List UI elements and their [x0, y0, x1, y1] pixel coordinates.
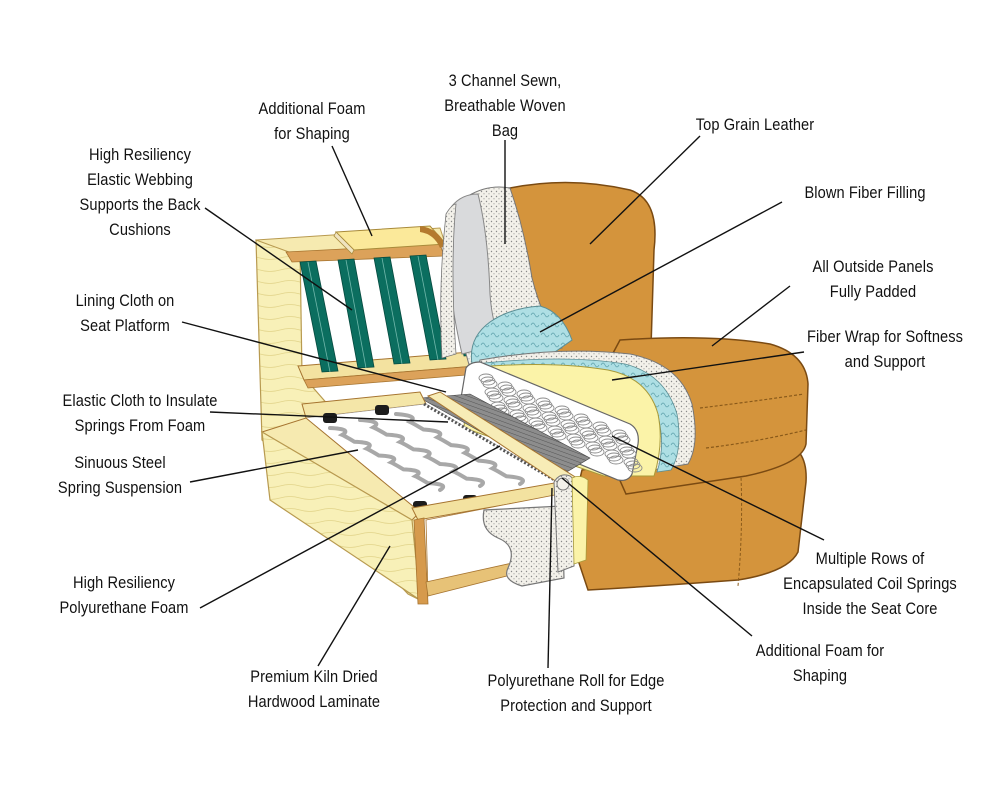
- coil-springs: [478, 373, 643, 473]
- label-line: Shaping: [792, 666, 848, 685]
- label-top-grain-leather: Top Grain Leather: [673, 112, 836, 137]
- seat-cushion: [459, 337, 809, 591]
- label-line: High Resiliency: [88, 145, 192, 164]
- label-elastic-cloth: Elastic Cloth to Insulate Springs From F…: [37, 388, 243, 438]
- label-line: Lining Cloth on: [75, 291, 175, 310]
- label-line: Supports the Back: [79, 195, 201, 214]
- label-lining-cloth: Lining Cloth on Seat Platform: [43, 288, 206, 338]
- label-sinuous-spring: Sinuous Steel Spring Suspension: [34, 450, 206, 500]
- webbing-stitch: [345, 259, 367, 369]
- label-line: Inside the Seat Core: [802, 599, 938, 618]
- label-line: Premium Kiln Dried: [250, 667, 378, 686]
- label-edge-roll: Polyurethane Roll for Edge Protection an…: [473, 668, 679, 718]
- front-hr-foam: [482, 505, 565, 587]
- coil-loop: [551, 431, 567, 441]
- label-outside-panels: All Outside Panels Fully Padded: [783, 254, 964, 304]
- label-line: for Shaping: [274, 124, 350, 143]
- label-line: Breathable Woven: [444, 96, 566, 115]
- label-line: Hardwood Laminate: [247, 692, 381, 711]
- label-line: Elastic Webbing: [87, 170, 193, 189]
- label-hr-foam: High Resiliency Polyurethane Foam: [38, 570, 210, 620]
- sinuous-spring: [328, 426, 445, 492]
- label-line: Protection and Support: [500, 696, 652, 715]
- leader-line: [317, 545, 391, 667]
- label-line: Springs From Foam: [74, 416, 206, 435]
- leader-line: [611, 435, 825, 541]
- leader-line: [561, 477, 753, 637]
- coil-loop: [627, 463, 643, 473]
- leader-line: [199, 445, 501, 609]
- seat-platform: [260, 391, 591, 605]
- label-line: High Resiliency: [72, 573, 176, 592]
- label-line: All Outside Panels: [812, 257, 934, 276]
- leader-line: [611, 351, 805, 381]
- label-additional-foam-top: Additional Foam for Shaping: [235, 96, 390, 146]
- label-kiln-dried: Premium Kiln Dried Hardwood Laminate: [228, 664, 400, 714]
- label-line: Spring Suspension: [57, 478, 183, 497]
- leader-line: [539, 201, 783, 333]
- label-additional-foam-bottom: Additional Foam for Shaping: [734, 638, 906, 688]
- coil-loop: [608, 455, 624, 465]
- label-line: Polyurethane Roll for Edge: [487, 671, 665, 690]
- label-elastic-webbing: High Resiliency Elastic Webbing Supports…: [54, 142, 226, 242]
- leader-line: [209, 411, 449, 423]
- blown-fiber-filling: [470, 305, 573, 365]
- label-line: and Support: [844, 352, 926, 371]
- spring-clip: [323, 413, 337, 423]
- coil-loop: [589, 447, 605, 457]
- webbing-stitch: [417, 255, 439, 361]
- leader-line: [547, 487, 553, 669]
- label-line: Bag: [491, 121, 519, 140]
- label-line: Sinuous Steel: [74, 453, 166, 472]
- label-line: Polyurethane Foam: [59, 598, 189, 617]
- label-line: Seat Platform: [80, 316, 170, 335]
- label-line: Encapsulated Coil Springs: [783, 574, 957, 593]
- sinuous-spring: [358, 418, 485, 488]
- label-line: Fiber Wrap for Softness: [806, 327, 964, 346]
- label-channel-sewn-bag: 3 Channel Sewn, Breathable Woven Bag: [423, 68, 586, 143]
- label-line: Multiple Rows of: [815, 549, 925, 568]
- label-line: 3 Channel Sewn,: [448, 71, 562, 90]
- label-line: Elastic Cloth to Insulate: [62, 391, 218, 410]
- label-fiber-wrap: Fiber Wrap for Softness and Support: [786, 324, 984, 374]
- label-line: Additional Foam: [258, 99, 366, 118]
- label-blown-fiber: Blown Fiber Filling: [775, 180, 956, 205]
- leader-line: [589, 135, 701, 245]
- spring-clip: [375, 405, 389, 415]
- coil-loop: [570, 439, 586, 449]
- leader-line: [189, 449, 359, 483]
- label-line: Cushions: [109, 220, 171, 239]
- label-line: Top Grain Leather: [695, 115, 815, 134]
- webbing-stitch: [307, 261, 331, 373]
- back-cushion: [440, 181, 656, 381]
- label-line: Blown Fiber Filling: [804, 183, 926, 202]
- label-line: Additional Foam for: [755, 641, 885, 660]
- label-line: Fully Padded: [829, 282, 917, 301]
- webbing-stitch: [381, 257, 403, 365]
- leader-line: [711, 285, 791, 347]
- sinuous-spring: [394, 412, 525, 486]
- leader-line: [331, 145, 373, 237]
- leader-line: [181, 321, 447, 393]
- label-coil-springs: Multiple Rows of Encapsulated Coil Sprin…: [758, 546, 982, 621]
- callout-leader-lines: [181, 135, 825, 669]
- leader-line: [204, 207, 353, 311]
